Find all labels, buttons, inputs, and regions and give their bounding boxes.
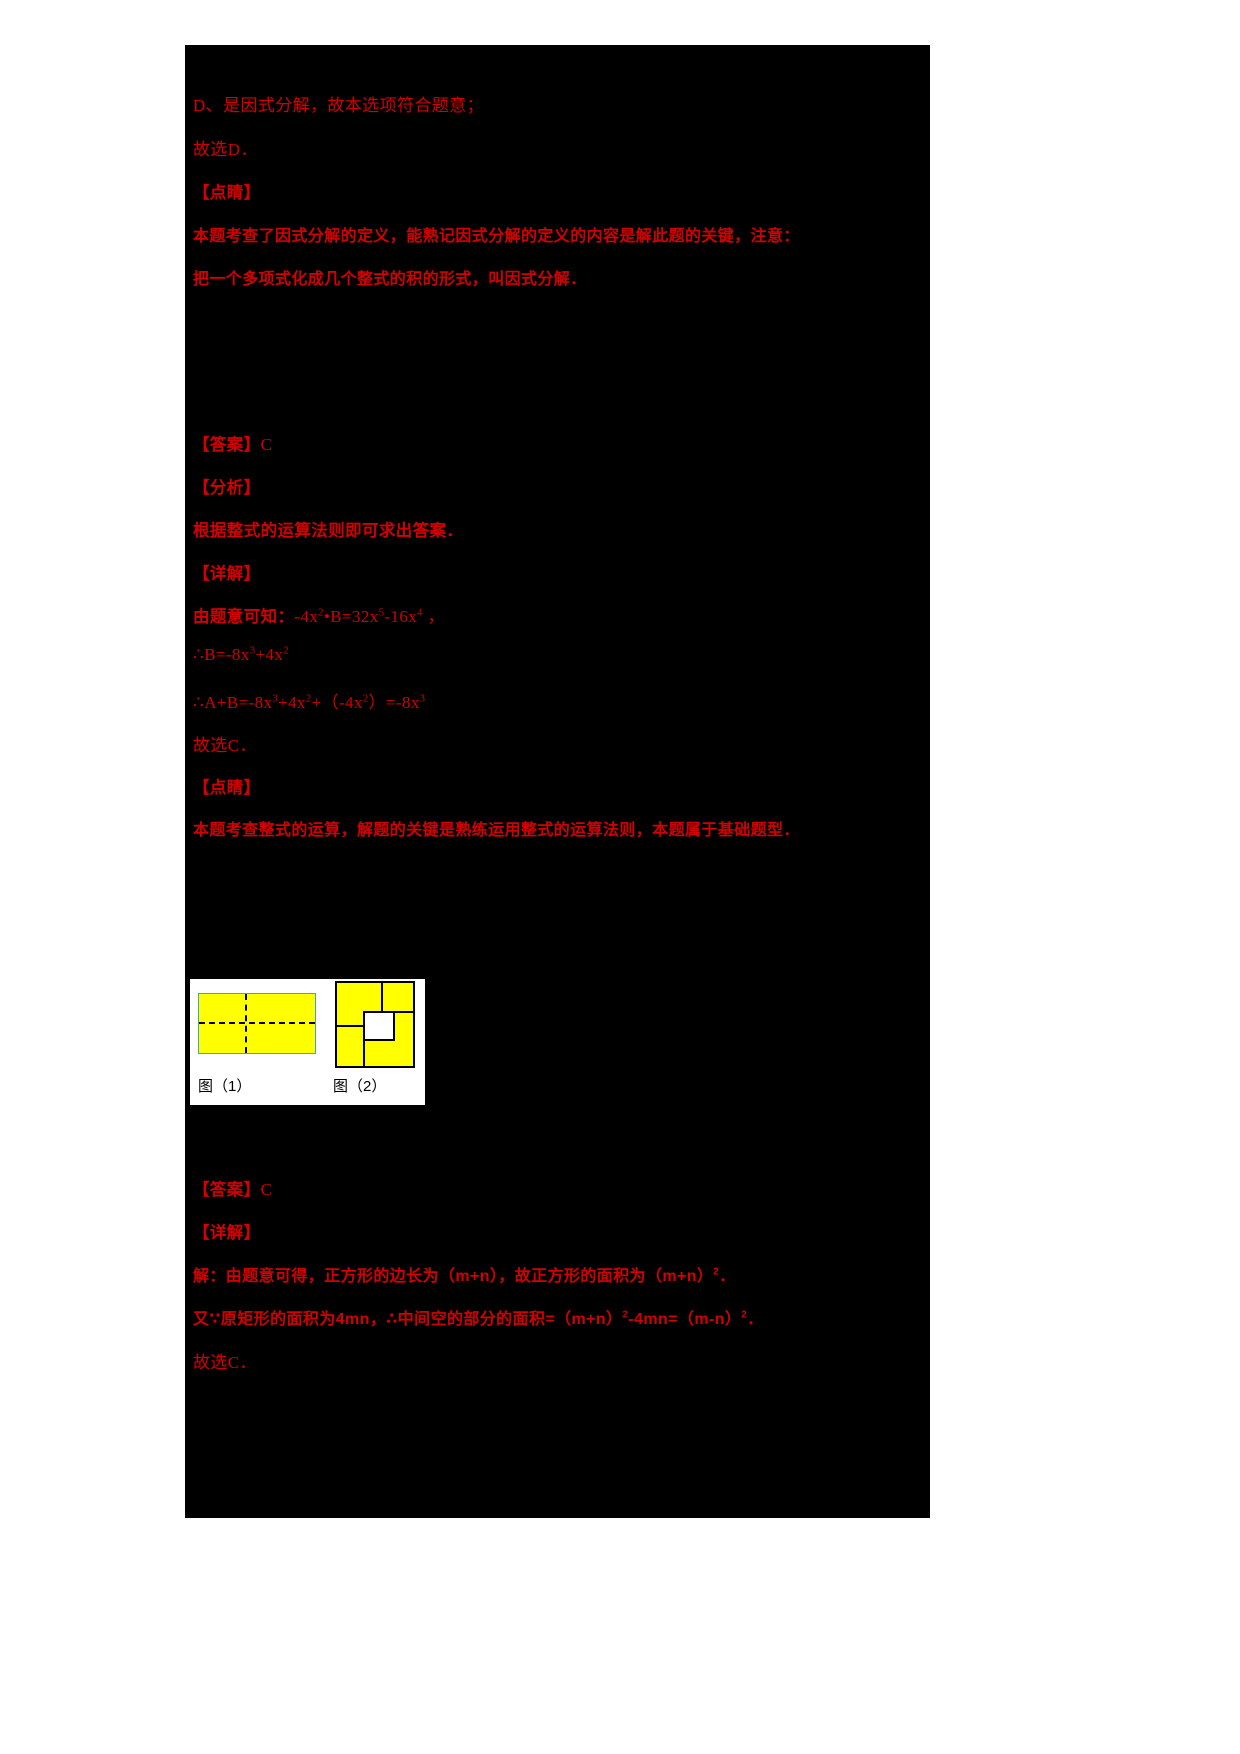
step1-prefix: 由题意可知： [193, 608, 295, 626]
answer-label-3: 【答案】 [193, 1181, 261, 1199]
detail-step-1: 由题意可知：-4x2•B=32x5-16x4 ， [193, 602, 445, 627]
figure-2-inner-line-a [381, 981, 383, 1011]
insight-text-1b: 把一个多项式化成几个整式的积的形式，叫因式分解． [193, 271, 587, 288]
analysis-text-2: 根据整式的运算法则即可求出答案． [193, 522, 464, 540]
step1-expression: -4x2•B=32x5-16x4 ， [294, 607, 445, 626]
figure-2-inner-line-d [363, 1011, 415, 1013]
detail-text-3a: 解：由题意可得，正方形的边长为（m+n），故正方形的面积为（m+n）2． [193, 1266, 736, 1285]
figure-1-rectangle [198, 993, 316, 1054]
conclusion-2: 故选C． [193, 736, 257, 755]
insight-text-1a: 本题考查了因式分解的定义，能熟记因式分解的定义的内容是解此题的关键，注意： [193, 228, 800, 245]
figure-2-edge-top [335, 981, 415, 983]
insight-text-2: 本题考查整式的运算，解题的关键是熟练运用整式的运算法则，本题属于基础题型． [193, 822, 800, 839]
figure-2-inner-line-b [335, 1025, 365, 1027]
figure-2-inner-line-f [393, 1011, 395, 1041]
answer-row-2: 【答案】C [193, 431, 272, 455]
figure-2-edge-bottom [335, 1066, 415, 1068]
conclusion-3: 故选C． [193, 1353, 257, 1372]
detail-step-3: ∴A+B=-8x3+4x2+（-4x2）=-8x3 [193, 693, 426, 712]
document-page: D、是因式分解，故本选项符合题意； 故选D． 【点睛】 本题考查了因式分解的定义… [185, 45, 930, 1518]
figure-2-edge-right [413, 981, 415, 1068]
detail-label-2: 【详解】 [193, 565, 261, 583]
figure-1-horizontal-dashed-line [199, 1022, 315, 1024]
figure-2-square-dissection [335, 981, 415, 1068]
detail-text-3b: 又∵原矩形的面积为4mn，∴中间空的部分的面积=（m+n）2-4mn=（m-n）… [193, 1309, 764, 1328]
insight-label-2: 【点睛】 [193, 779, 261, 797]
figure-2-caption: 图（2） [333, 1078, 387, 1095]
answer-value-2: C [260, 435, 273, 454]
answer-row-3: 【答案】C [193, 1176, 272, 1200]
figure-panel: 图（1） 图（2） [190, 979, 425, 1105]
answer-value-3: C [260, 1180, 273, 1199]
figure-2-center-hole [365, 1013, 393, 1039]
detail-step-2: ∴B=-8x3+4x2 [193, 645, 289, 664]
solution-line-d-option: D、是因式分解，故本选项符合题意； [193, 96, 485, 115]
solution-choice-d: 故选D． [193, 140, 258, 159]
figure-1-caption: 图（1） [198, 1078, 252, 1095]
detail-label-3: 【详解】 [193, 1224, 261, 1242]
figure-2-inner-line-e [363, 1039, 395, 1041]
insight-label-1: 【点睛】 [193, 184, 261, 202]
answer-label-2: 【答案】 [193, 436, 261, 454]
figure-2-edge-left [335, 981, 337, 1068]
analysis-label-2: 【分析】 [193, 479, 261, 497]
